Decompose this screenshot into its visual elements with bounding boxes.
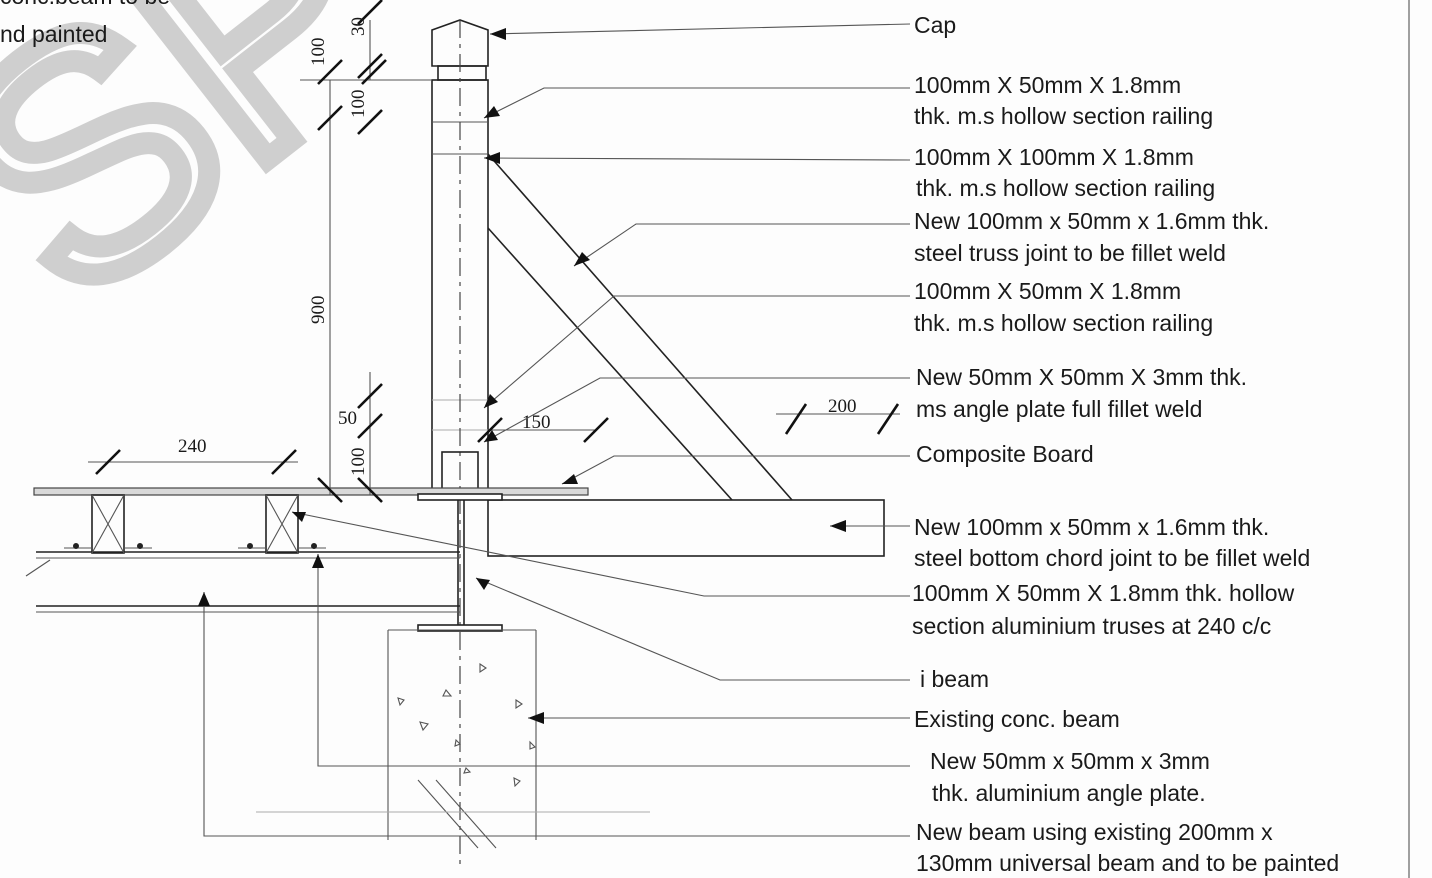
dim-900: 900 (308, 296, 329, 325)
bottom-chord (487, 499, 885, 557)
label-cap: Cap (914, 12, 956, 38)
concrete-aggregate (397, 662, 536, 788)
label-angle-steel-2: ms angle plate full fillet weld (916, 396, 1202, 422)
label-new-beam-1: New beam using existing 200mm x (916, 819, 1273, 845)
label-rail-mid-2: thk. m.s hollow section railing (914, 310, 1213, 336)
break-line-2 (435, 779, 497, 849)
label-angle-alu-1: New 50mm x 50mm x 3mm (930, 748, 1210, 774)
existing-conc-beam (387, 629, 537, 840)
post-cap (431, 19, 489, 67)
label-truss-1: New 100mm x 50mm x 1.6mm thk. (914, 208, 1269, 234)
leader-arrowheads (198, 28, 846, 724)
dim-150: 150 (522, 412, 551, 433)
label-angle-alu-2: thk. aluminium angle plate. (932, 780, 1206, 806)
break-line-1 (417, 779, 479, 849)
label-truss-2: steel truss joint to be fillet weld (914, 240, 1226, 266)
beam-break (25, 559, 51, 577)
label-angle-steel-1: New 50mm X 50mm X 3mm thk. (916, 364, 1247, 390)
leader-lines (203, 23, 911, 837)
label-post-2: thk. m.s hollow section railing (916, 175, 1215, 201)
label-new-beam-2: 130mm universal beam and to be painted (916, 850, 1339, 876)
watermark: SP (0, 0, 463, 366)
label-rail-top-1: 100mm X 50mm X 1.8mm (914, 72, 1181, 98)
top-left-note-line-2: nd painted (0, 21, 107, 47)
dim-50: 50 (338, 408, 357, 429)
label-alu-truss-1: 100mm X 50mm X 1.8mm thk. hollow (912, 580, 1295, 606)
ibeam-top-flange (417, 493, 503, 501)
label-rail-mid-1: 100mm X 50mm X 1.8mm (914, 278, 1181, 304)
label-bottom-chord-2: steel bottom chord joint to be fillet we… (914, 545, 1310, 571)
label-alu-truss-2: section aluminium truses at 240 c/c (912, 613, 1271, 639)
alu-truss-1 (64, 494, 152, 554)
label-composite-board: Composite Board (916, 441, 1094, 467)
label-bottom-chord-1: New 100mm x 50mm x 1.6mm thk. (914, 514, 1269, 540)
truss-diagonal-inner (487, 227, 733, 501)
ibeam-bottom-flange (417, 624, 503, 632)
dim-100-cap: 100 (348, 90, 369, 119)
dim-30: 30 (348, 17, 369, 36)
dim-100-top: 100 (308, 38, 329, 67)
label-rail-top-2: thk. m.s hollow section railing (914, 103, 1213, 129)
truss-diagonal-outer (487, 153, 793, 501)
label-existing-conc-beam: Existing conc. beam (914, 706, 1120, 732)
dimension-lines (88, 0, 900, 503)
label-i-beam: i beam (920, 666, 989, 692)
label-post-1: 100mm X 100mm X 1.8mm (914, 144, 1194, 170)
dim-100-low: 100 (348, 448, 369, 477)
top-left-note-line-1: conc.beam to be (0, 0, 170, 9)
dim-240: 240 (178, 436, 207, 457)
composite-board (33, 487, 589, 496)
alu-truss-2 (238, 494, 326, 554)
dim-200: 200 (828, 396, 857, 417)
